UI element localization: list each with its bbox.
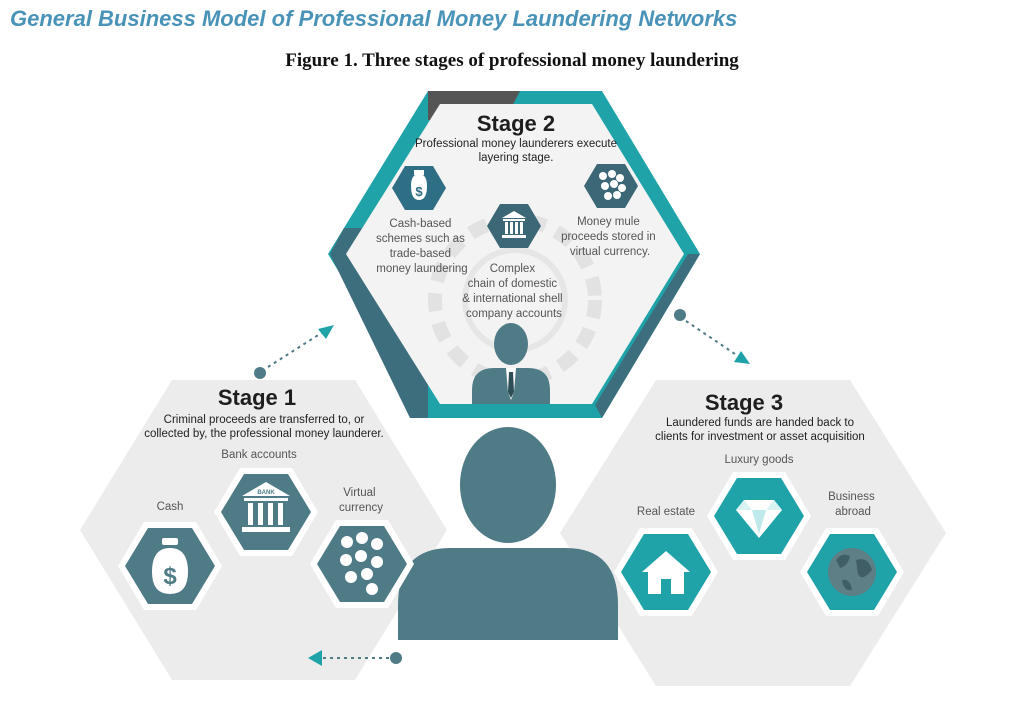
- stage3-desc-line1: Laundered funds are handed back to: [666, 417, 854, 429]
- page-title: General Business Model of Professional M…: [10, 6, 738, 31]
- stage1-item3-label: Virtual currency: [339, 487, 383, 514]
- stage1-cash-hex: $: [118, 522, 222, 610]
- stage1-desc-line2: collected by, the professional money lau…: [144, 428, 384, 440]
- coins-icon: [599, 170, 626, 200]
- stage3-heading: Stage 3: [705, 390, 783, 415]
- coins-icon: [340, 532, 383, 595]
- bank-icon: BANK: [242, 482, 290, 532]
- arrow-stage1-to-stage2: [254, 325, 334, 379]
- arrow-stage3-to-stage1: [308, 650, 402, 666]
- house-icon: [642, 551, 690, 594]
- suit-person-icon: [472, 323, 550, 404]
- svg-text:$: $: [415, 184, 423, 199]
- figure-caption: Figure 1. Three stages of professional m…: [285, 50, 739, 71]
- globe-icon: [828, 548, 876, 596]
- money-bag-icon: $: [152, 538, 188, 594]
- stage3-luxury-hex: [707, 472, 811, 560]
- arrow-stage2-to-stage3: [674, 309, 750, 364]
- stage1-bank-hex: BANK: [214, 468, 318, 556]
- stage2-coins-hex: [584, 164, 638, 208]
- stage1-desc-line1: Criminal proceeds are transferred to, or: [164, 414, 365, 426]
- stage2-item2-label: Complex chain of domestic & internationa…: [462, 263, 566, 320]
- stage3-item1-label: Real estate: [637, 506, 695, 518]
- stage1-virtual-currency-hex: [310, 520, 414, 608]
- launderer-person-icon: [398, 427, 618, 640]
- bank-icon: [502, 211, 526, 238]
- stage1-item1-label: Cash: [157, 501, 184, 513]
- stage2-heading: Stage 2: [477, 111, 555, 136]
- stage3-desc-line2: clients for investment or asset acquisit…: [655, 431, 865, 443]
- diamond-icon: [736, 500, 782, 538]
- stage2-desc-line1: Professional money launderers execute: [415, 138, 617, 150]
- stage3-item3-label: Business abroad: [828, 491, 878, 518]
- stage3-item2-label: Luxury goods: [724, 454, 793, 466]
- stage1-heading: Stage 1: [218, 385, 296, 410]
- stage2-item1-label: Cash-based schemes such as trade-based m…: [376, 218, 468, 275]
- stage2-desc-line2: layering stage.: [479, 152, 554, 164]
- stage2-bank-hex: [487, 204, 541, 248]
- stage3-real-estate-hex: [614, 528, 718, 616]
- stage1-item2-label: Bank accounts: [221, 449, 297, 461]
- stage2-item3-label: Money mule proceeds stored in virtual cu…: [561, 216, 659, 258]
- svg-text:$: $: [163, 563, 177, 590]
- svg-text:BANK: BANK: [257, 490, 275, 496]
- stage3-business-abroad-hex: [800, 528, 904, 616]
- money-bag-icon: [411, 174, 427, 200]
- stage2-money-bag-hex: $: [392, 166, 446, 210]
